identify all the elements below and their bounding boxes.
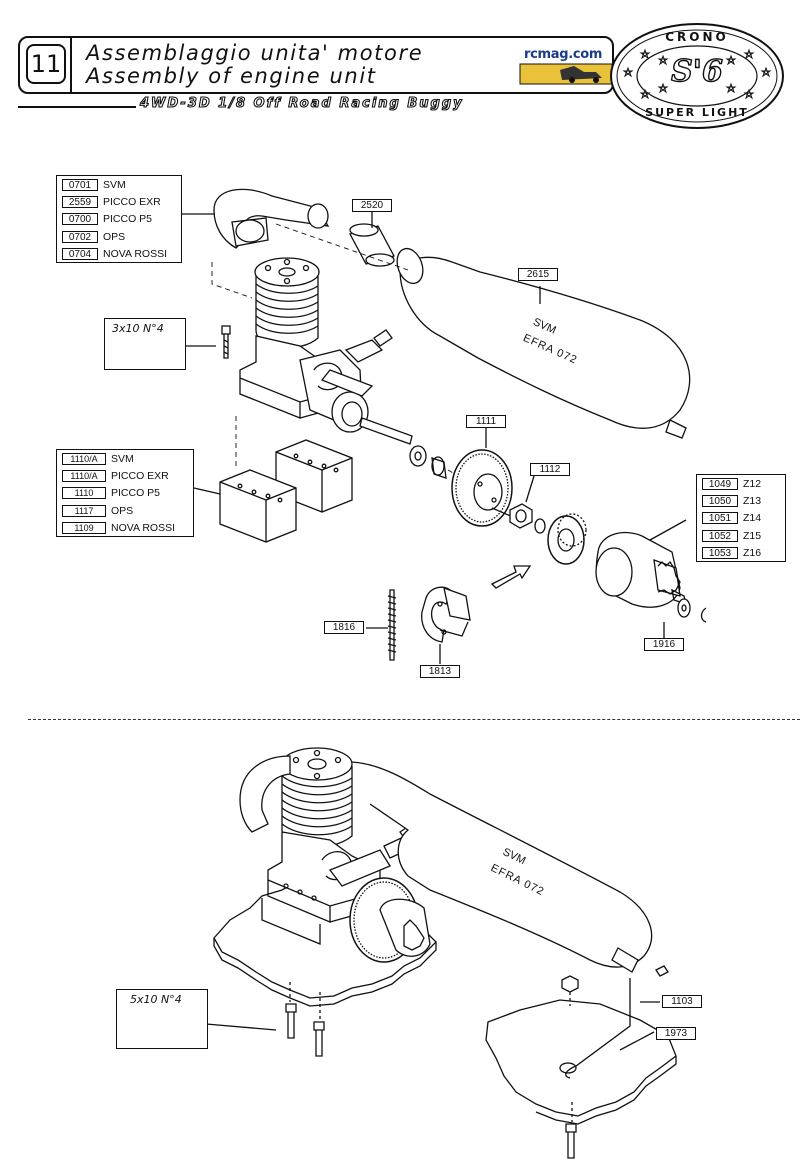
logo-bottom-text: SUPER LIGHT <box>645 106 749 119</box>
crono-s6-logo <box>610 23 784 129</box>
screw-spec-top-text: 3x10 N°4 <box>112 322 164 335</box>
clutch-shoes <box>421 586 471 643</box>
mount-screw <box>221 325 231 359</box>
page-subtitle: 4WD-3D 1/8 Off Road Racing Buggy <box>139 95 464 111</box>
exploded-engine-diagram <box>115 188 707 664</box>
part-label-1816: 1816 <box>324 621 364 634</box>
rcmag-badge <box>519 63 613 85</box>
screw-spec-box-top <box>104 318 186 370</box>
part-label-1813: 1813 <box>420 665 460 678</box>
page-title-italian: Assemblaggio unita' motore <box>86 41 424 65</box>
header-divider <box>70 38 72 92</box>
engine-assembled <box>261 747 419 945</box>
clutch-spring <box>387 589 397 661</box>
flywheel-nut <box>509 503 533 529</box>
clutch-bell <box>595 531 687 608</box>
screw-spec-box-bottom <box>116 989 208 1049</box>
clip-and-washer <box>677 598 707 623</box>
assembled-engine-diagram <box>131 747 677 1159</box>
flywheel <box>451 449 521 527</box>
part-label-1973: 1973 <box>656 1027 696 1040</box>
rcmag-logo-text: rcmag.com <box>524 47 603 62</box>
logo-s6-text: S'6 <box>670 53 723 89</box>
section-separator <box>28 719 800 720</box>
exhaust-assembled <box>239 755 669 977</box>
chassis-plate-right <box>485 999 677 1125</box>
exhaust-pipe <box>396 247 691 439</box>
pipe-mount-wire <box>559 975 660 1079</box>
page-number: 11 <box>26 44 66 84</box>
flywheel-assembled <box>349 877 431 963</box>
part-label-1916: 1916 <box>644 638 684 651</box>
exhaust-manifold <box>213 188 330 249</box>
part-label-1112: 1112 <box>530 463 570 476</box>
screw-spec-bottom-text: 5x10 N°4 <box>130 993 182 1006</box>
crank-washers <box>409 445 447 479</box>
clutch-bearing <box>547 513 587 565</box>
subtitle-rule <box>18 106 136 108</box>
part-label-1111: 1111 <box>466 415 506 428</box>
engine-mount-blocks <box>219 439 353 543</box>
engine-cylinder <box>254 257 320 349</box>
silicone-coupler <box>349 223 395 267</box>
part-label-2520: 2520 <box>352 199 392 212</box>
page-title-english: Assembly of engine unit <box>86 64 377 88</box>
logo-top-text: CRONO <box>665 30 729 44</box>
part-label-1103: 1103 <box>662 995 702 1008</box>
part-label-2615: 2615 <box>518 268 558 281</box>
assembly-arrow <box>490 565 532 589</box>
chassis-screws <box>285 982 577 1159</box>
engine-crankcase <box>239 329 413 445</box>
